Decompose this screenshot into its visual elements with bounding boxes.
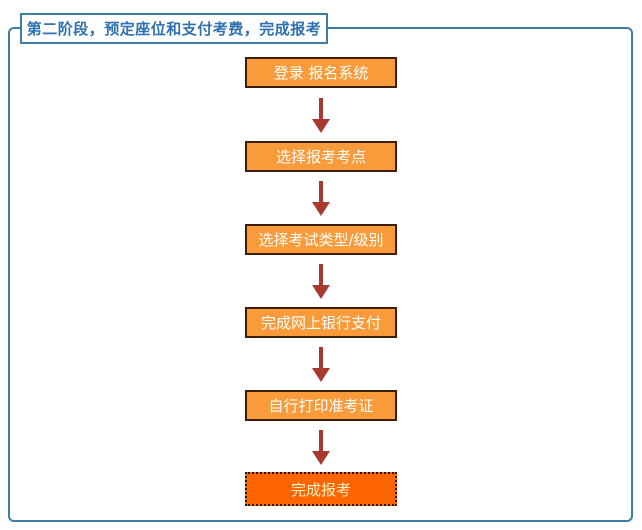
- flow-step-label: 选择报考考点: [275, 148, 366, 166]
- flow-step-label: 登录 报名系统: [273, 64, 369, 82]
- arrow-stem: [319, 264, 323, 285]
- flow-step-login: 登录 报名系统: [245, 57, 397, 88]
- flow-step-print-ticket: 自行打印准考证: [245, 390, 397, 421]
- flow-step-label: 完成报考: [290, 480, 351, 499]
- flow-step-select-site: 选择报考考点: [245, 141, 397, 172]
- stage-title: 第二阶段，预定座位和支付考费，完成报考: [26, 20, 322, 38]
- down-arrow-icon: [311, 98, 331, 133]
- down-arrow-icon: [311, 347, 331, 382]
- arrow-stem: [319, 430, 323, 451]
- down-arrow-icon: [311, 181, 331, 216]
- down-arrow-icon: [311, 430, 331, 465]
- arrow-stem: [319, 98, 323, 119]
- down-arrow-icon: [311, 264, 331, 299]
- arrow-head: [312, 285, 330, 299]
- flow-step-complete: 完成报考: [245, 472, 397, 506]
- arrow-head: [312, 451, 330, 465]
- flow-step-label: 选择考试类型/级别: [258, 231, 384, 249]
- flow-step-label: 完成网上银行支付: [260, 314, 381, 332]
- arrow-head: [312, 119, 330, 133]
- arrow-stem: [319, 347, 323, 368]
- flow-step-label: 自行打印准考证: [268, 397, 374, 415]
- arrow-head: [312, 202, 330, 216]
- flow-step-online-payment: 完成网上银行支付: [245, 307, 397, 338]
- flow-step-select-exam-type: 选择考试类型/级别: [245, 224, 397, 255]
- stage-title-box: 第二阶段，预定座位和支付考费，完成报考: [20, 13, 328, 44]
- arrow-head: [312, 368, 330, 382]
- arrow-stem: [319, 181, 323, 202]
